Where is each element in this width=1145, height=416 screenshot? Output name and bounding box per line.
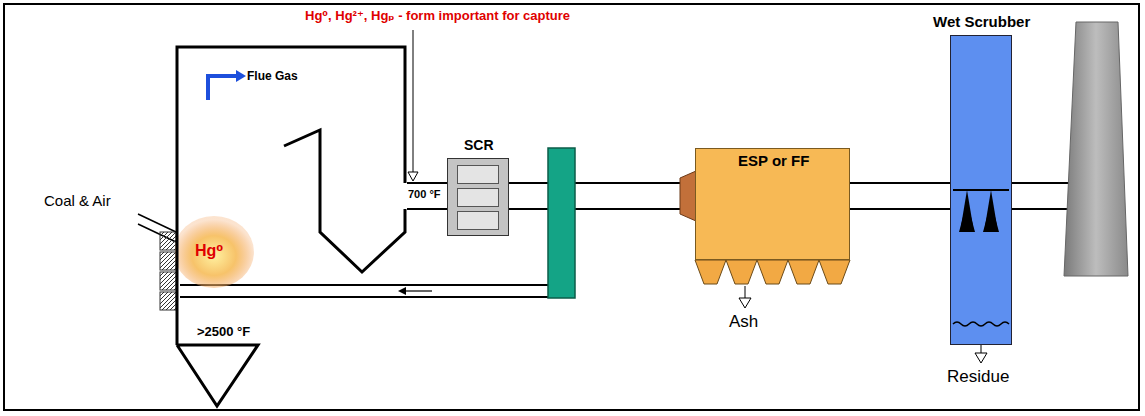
esp-hoppers [695,260,850,284]
boiler: Flue GasHg⁰ >2500 °F [175,45,407,410]
wet-scrubber: Wet Scrubber [950,35,1012,345]
boiler-walls [177,47,405,406]
return-arrow [398,287,432,295]
air-preheater [548,148,575,298]
burners [160,232,176,310]
flame [175,216,254,288]
catalyst-layer [457,211,499,230]
catalyst-layer [457,188,499,207]
spray-and-water [951,36,1011,344]
flue-duct [407,183,447,209]
mercury-label: Hg⁰ [195,241,223,260]
flue-duct [850,183,950,209]
esp-box: ESP or FF [695,148,850,260]
unit-label: Wet Scrubber [933,13,1030,30]
flue-gas-arrow [208,76,236,100]
stack-duct [1012,183,1070,209]
temperature-label: 700 °F [407,188,442,200]
unit-label: ESP or FF [738,152,809,169]
output-label: Ash [729,312,758,332]
temperature-label: >2500 °F [197,324,250,339]
title-note: Hg⁰, Hg²⁺, Hgₚ - form important for capt… [305,8,570,23]
flue-gas-arrowhead [236,70,246,82]
esp-inlet [680,171,696,221]
flue-duct [509,183,695,209]
scr-box: SCR [447,158,509,236]
return-duct [180,285,548,297]
input-label: Coal & Air [44,192,111,209]
residue-arrow [975,345,987,363]
output-label: Residue [947,367,1009,387]
ash-arrow [739,286,751,308]
flow-label: Flue Gas [247,69,298,83]
boiler-outline [175,45,407,410]
unit-label: SCR [464,137,494,153]
leader-line [408,30,418,181]
stack [1064,22,1128,276]
catalyst-layer [457,165,499,184]
